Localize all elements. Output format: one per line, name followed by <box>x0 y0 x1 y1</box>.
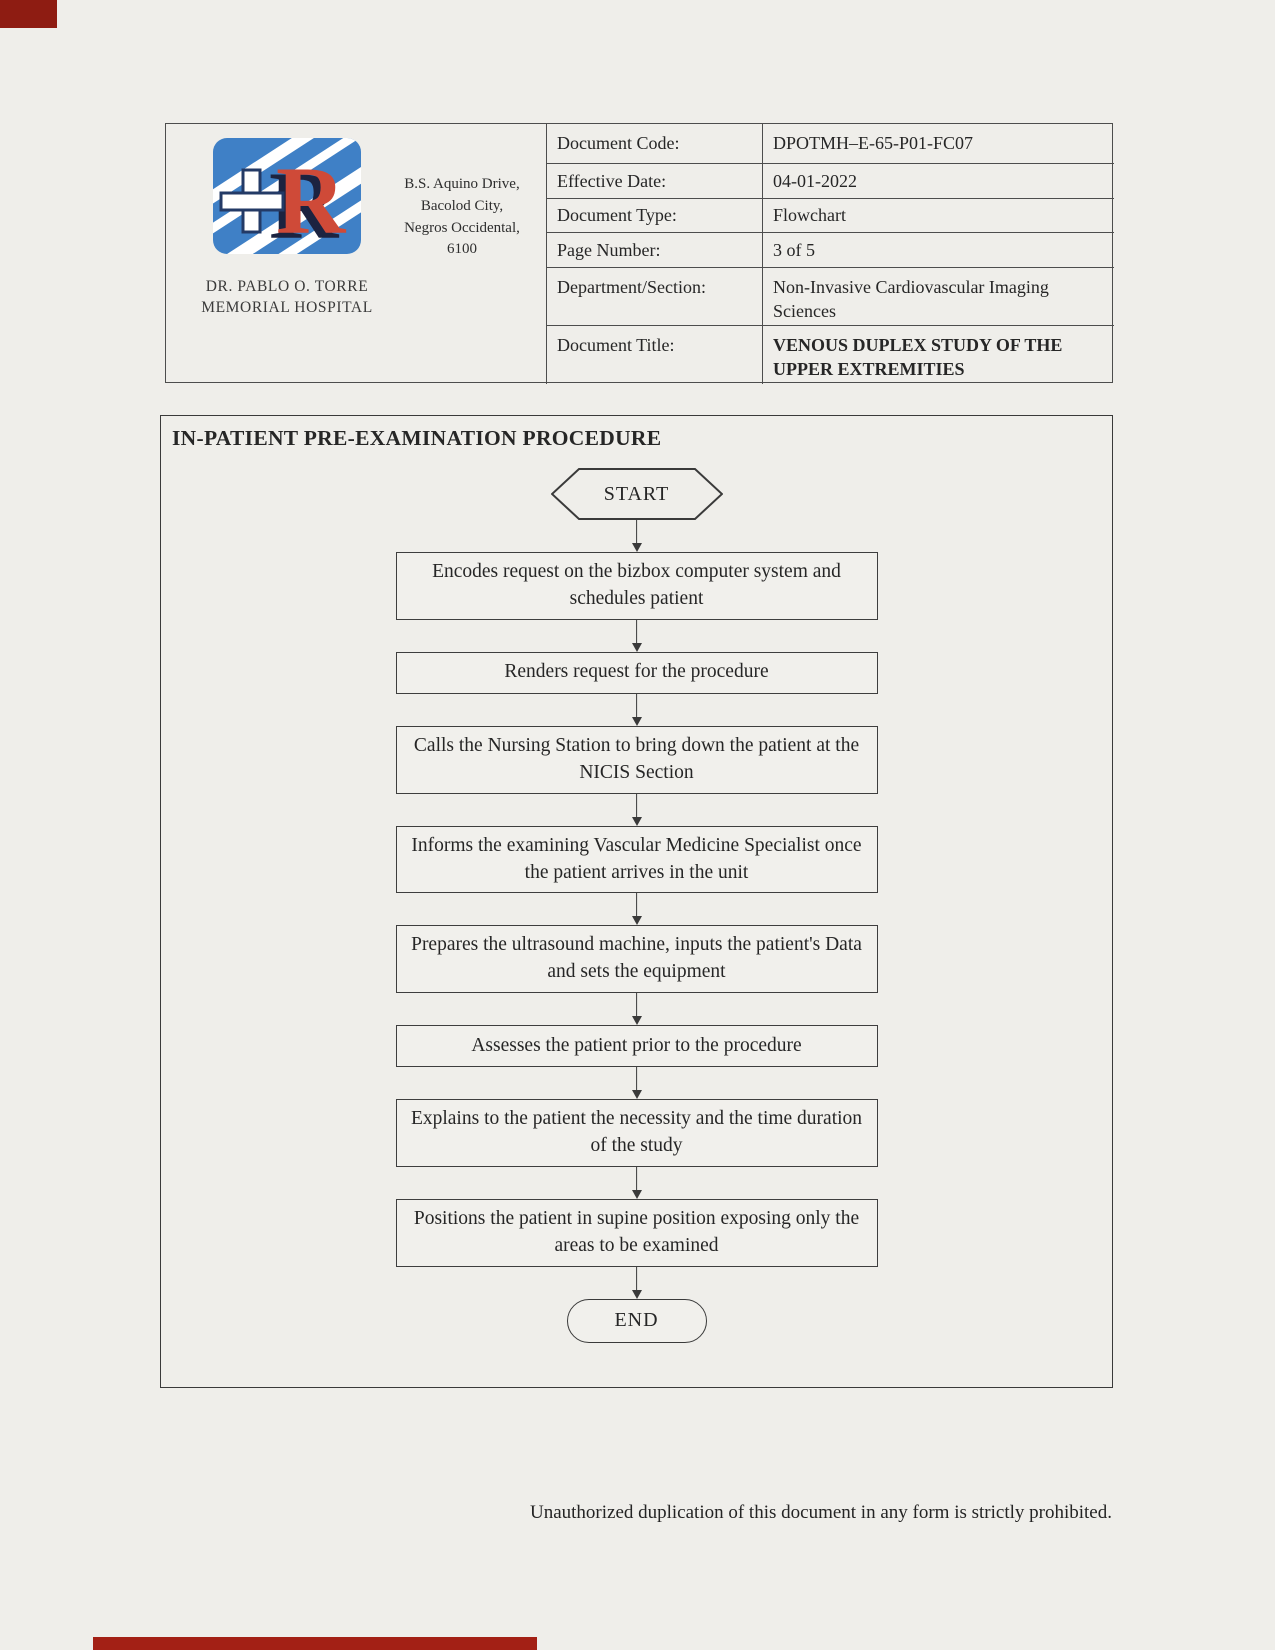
process-step-8: Positions the patient in supine position… <box>395 1199 878 1267</box>
hospital-address: B.S. Aquino Drive, Bacolod City, Negros … <box>392 174 532 261</box>
process-step-5: Prepares the ultrasound machine, inputs … <box>395 925 878 994</box>
arrow-down-icon <box>630 1267 644 1299</box>
end-shape: END <box>566 1298 707 1343</box>
header-label-document-type: Document Type: <box>546 198 762 232</box>
header-label-document-code: Document Code: <box>546 124 762 163</box>
arrow-down-icon <box>630 520 644 552</box>
flowchart: START Encodes request on the bizbox comp… <box>395 468 878 1343</box>
flowchart-panel: IN-PATIENT PRE-EXAMINATION PROCEDURE STA… <box>160 415 1113 1388</box>
header-value-page-number: 3 of 5 <box>762 232 1114 267</box>
address-line: 6100 <box>447 241 477 258</box>
process-step-7: Explains to the patient the necessity an… <box>395 1099 878 1168</box>
arrow-down-icon <box>630 794 644 826</box>
address-line: B.S. Aquino Drive, <box>404 176 520 192</box>
arrow-down-icon <box>630 893 644 925</box>
arrow-down-icon <box>630 993 644 1025</box>
hospital-name-line1: DR. PABLO O. TORRE <box>205 278 369 295</box>
process-step-3: Calls the Nursing Station to bring down … <box>395 725 878 794</box>
header-value-document-title: VENOUS DUPLEX STUDY OF THE UPPER EXTREMI… <box>762 325 1114 384</box>
arrow-down-icon <box>630 694 644 726</box>
process-step-4: Informs the examining Vascular Medicine … <box>395 825 878 894</box>
header-label-document-title: Document Title: <box>546 325 762 384</box>
hospital-logo-icon: R R <box>203 136 371 271</box>
header-value-effective-date: 04-01-2022 <box>762 163 1114 198</box>
arrow-down-icon <box>630 620 644 652</box>
start-label: START <box>603 482 670 505</box>
header-label-department-section: Department/Section: <box>546 267 762 325</box>
header-value-document-type: Flowchart <box>762 198 1114 232</box>
process-step-1: Encodes request on the bizbox computer s… <box>395 552 878 620</box>
address-line: Bacolod City, <box>420 197 504 214</box>
start-shape: START <box>550 468 723 520</box>
address-line: Negros Occidental, <box>404 219 520 236</box>
process-step-2: Renders request for the procedure <box>395 651 878 694</box>
scan-artifact-bottom <box>93 1637 537 1650</box>
process-step-6: Assesses the patient prior to the proced… <box>395 1025 878 1068</box>
header-label-page-number: Page Number: <box>546 232 762 267</box>
flowchart-title: IN-PATIENT PRE-EXAMINATION PROCEDURE <box>172 426 662 450</box>
hospital-name-line2: MEMORIAL HOSPITAL <box>201 298 373 316</box>
footer-notice: Unauthorized duplication of this documen… <box>529 1502 1112 1523</box>
header-value-department-section: Non-Invasive Cardiovascular Imaging Scie… <box>762 267 1114 325</box>
arrow-down-icon <box>630 1067 644 1099</box>
hospital-name: DR. PABLO O. TORRE MEMORIAL HOSPITAL <box>201 277 373 319</box>
svg-text:R: R <box>276 147 347 254</box>
arrow-down-icon <box>630 1167 644 1199</box>
header-label-effective-date: Effective Date: <box>546 163 762 198</box>
header-value-document-code: DPOTMH–E-65-P01-FC07 <box>762 124 1114 163</box>
document-header-table: R R DR. PABLO O. TORRE MEMORIAL HOSPITAL <box>165 123 1114 384</box>
scan-artifact-top-left <box>0 0 57 28</box>
hospital-logo-cell: R R DR. PABLO O. TORRE MEMORIAL HOSPITAL <box>166 124 546 384</box>
